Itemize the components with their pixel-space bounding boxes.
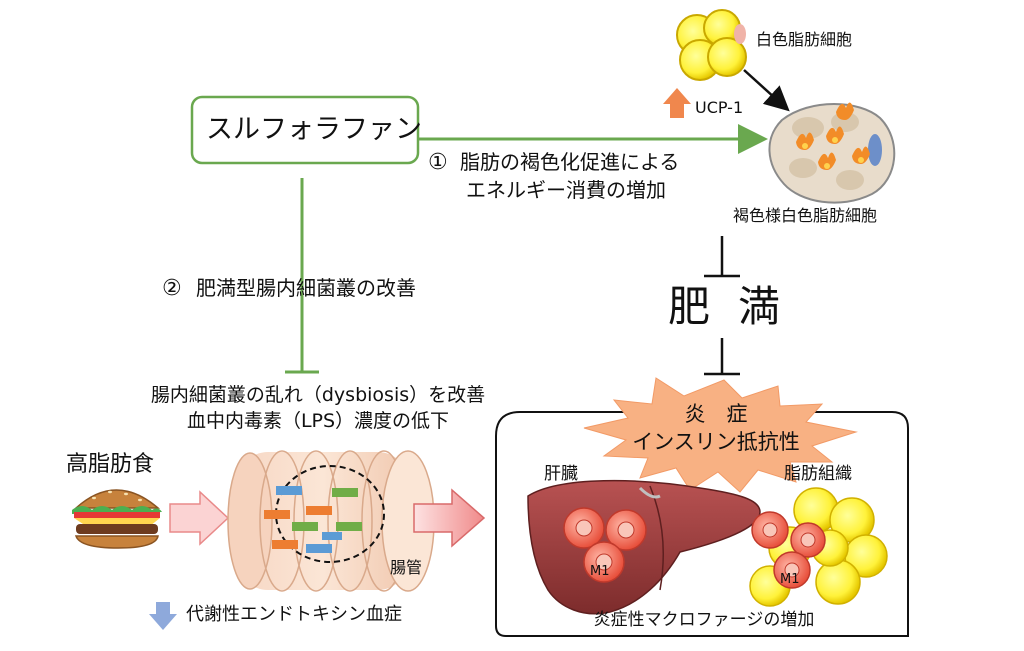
- adipose-tissue-label: 脂肪組織: [784, 464, 852, 484]
- conversion-arrow: [743, 69, 790, 112]
- path2-number: ②: [162, 276, 182, 301]
- adipose-tissue-icon: [749, 487, 888, 607]
- white-adipocyte-icon: [676, 9, 747, 81]
- endotoxemia-label: 代謝性エンドトキシン血症: [186, 604, 402, 625]
- high-fat-diet-label: 高脂肪食: [66, 452, 155, 477]
- intestine-label: 腸管: [390, 558, 423, 577]
- endotoxemia-down-arrow-icon: [149, 602, 177, 630]
- diet-arrow: [169, 490, 230, 546]
- white-adipocyte-label: 白色脂肪細胞: [756, 30, 853, 49]
- obesity-char-2: 満: [738, 282, 781, 331]
- beige-adipocyte-label: 褐色様白色脂肪細胞: [733, 206, 878, 225]
- path1-number: ①: [428, 150, 448, 175]
- inflammation-line1: 炎 症: [684, 402, 748, 426]
- path1-line2: エネルギー消費の増加: [466, 178, 666, 202]
- path1-line1: 脂肪の褐色化促進による: [460, 150, 680, 174]
- ucp1-label: UCP-1: [695, 98, 744, 117]
- compound-box: [190, 95, 420, 165]
- dysbiosis-line2: 血中内毒素（LPS）濃度の低下: [186, 410, 450, 432]
- burger-icon: [72, 489, 162, 549]
- inflammation-burst: [583, 377, 858, 493]
- m1-label-liver: M1: [590, 564, 610, 579]
- inflammation-panel: [495, 411, 909, 637]
- dysbiosis-line1: 腸内細菌叢の乱れ（dysbiosis）を改善: [150, 384, 486, 406]
- intestine-icon: [227, 450, 435, 592]
- obesity-char-1: 肥: [668, 282, 711, 331]
- endotoxin-arrow: [413, 488, 486, 548]
- liver-macrophages: [563, 507, 647, 583]
- inflammation-line2: インスリン抵抗性: [632, 430, 800, 454]
- macrophage-increase-label: 炎症性マクロファージの増加: [593, 610, 815, 630]
- path2-label: 肥満型腸内細菌叢の改善: [196, 276, 416, 300]
- beige-adipocyte-icon: [768, 102, 896, 204]
- liver-label: 肝臓: [544, 464, 578, 484]
- compound-label: スルフォラファン: [206, 114, 422, 145]
- liver-icon: [527, 479, 761, 615]
- m1-label-adipose: M1: [780, 572, 800, 587]
- ucp1-up-arrow-icon: [663, 88, 691, 118]
